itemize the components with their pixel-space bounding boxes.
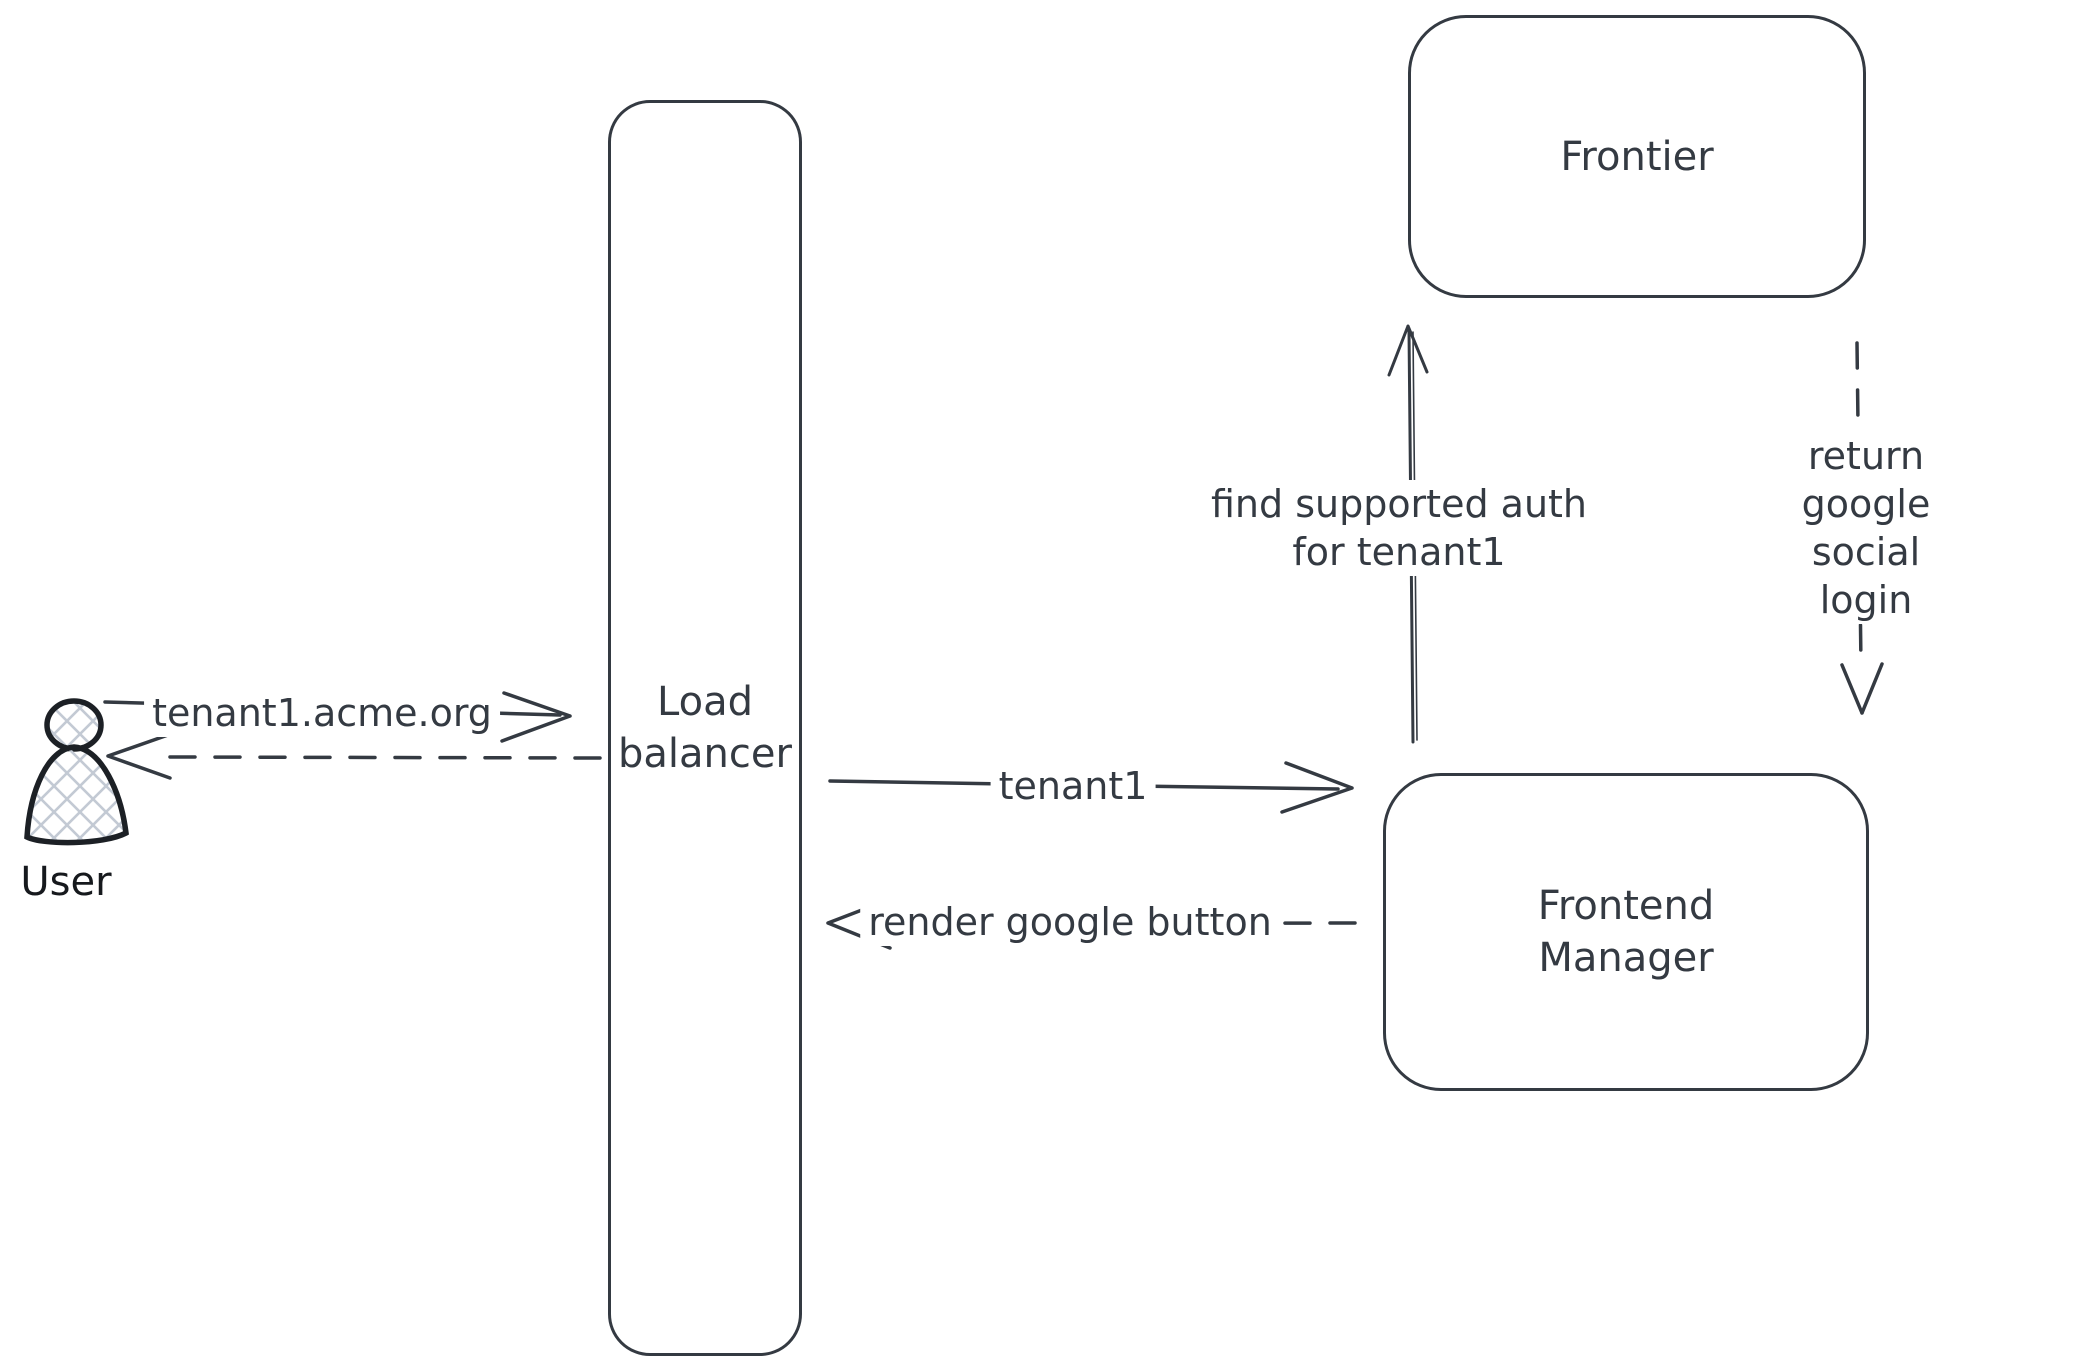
arrow-head bbox=[1840, 662, 1884, 715]
user-label[interactable]: User bbox=[20, 859, 112, 905]
user-actor[interactable]: User bbox=[0, 695, 150, 905]
arrow-head bbox=[1280, 761, 1354, 814]
edge-label-tenant1-acme-org[interactable]: tenant1.acme.org bbox=[144, 689, 500, 737]
edge-label-render-google-button[interactable]: render google button bbox=[860, 898, 1280, 946]
user-icon bbox=[24, 698, 129, 846]
node-frontier[interactable]: Frontier bbox=[1408, 15, 1866, 298]
frontend-manager-label: Frontend Manager bbox=[1537, 883, 1715, 981]
arrow-head bbox=[1387, 324, 1429, 377]
arrow-loadbalancer-to-user[interactable] bbox=[106, 733, 602, 780]
arrow-line bbox=[168, 755, 602, 760]
arrow-head bbox=[106, 733, 172, 780]
load-balancer-label: Load balancer bbox=[618, 679, 792, 777]
node-frontend-manager[interactable]: Frontend Manager bbox=[1383, 773, 1869, 1091]
arrow-head bbox=[500, 691, 572, 743]
node-load-balancer[interactable]: Load balancer bbox=[608, 100, 802, 1356]
edge-label-return-google-social-login[interactable]: return google social login bbox=[1757, 432, 1975, 624]
user-body bbox=[24, 744, 129, 846]
frontier-label: Frontier bbox=[1560, 133, 1714, 180]
user-head bbox=[44, 698, 104, 752]
edge-label-find-supported-auth[interactable]: find supported auth for tenant1 bbox=[1202, 480, 1596, 576]
edge-label-tenant1[interactable]: tenant1 bbox=[990, 762, 1156, 810]
